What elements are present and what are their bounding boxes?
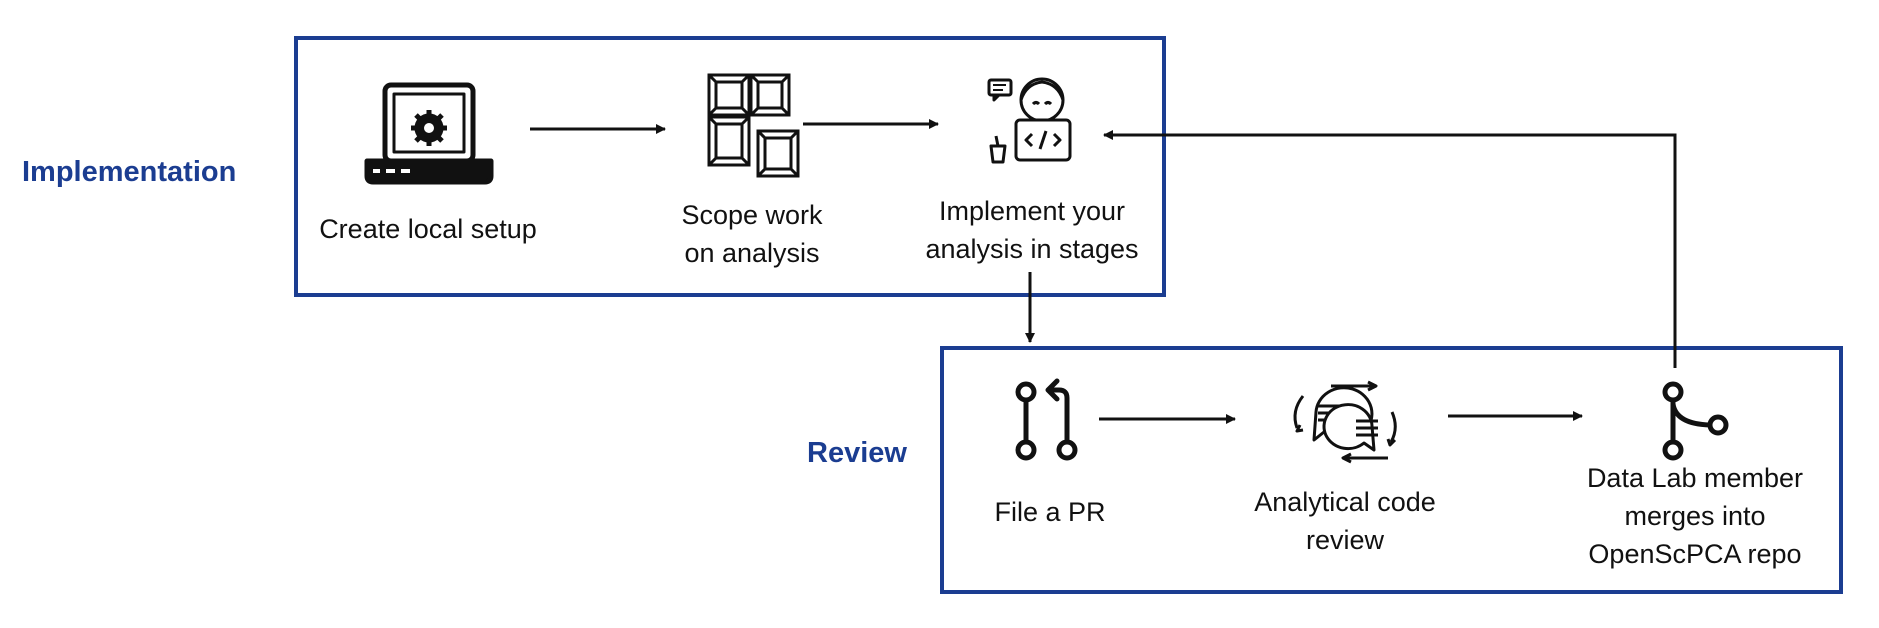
step-label-merge: Data Lab member merges into OpenScPCA re… bbox=[1586, 463, 1804, 569]
review-chat-icon bbox=[1293, 380, 1397, 464]
implementation-group-frame bbox=[294, 36, 1166, 297]
developer-coding-icon bbox=[987, 77, 1072, 164]
step-label-code-review: Analytical code review bbox=[1254, 487, 1436, 555]
laptop-gear-icon bbox=[364, 82, 494, 185]
review-group-label: Review bbox=[807, 437, 907, 469]
grid-blocks-icon bbox=[707, 73, 800, 178]
arrow-merge-back-to-implement bbox=[1103, 130, 1677, 368]
step-label-scope-work: Scope work on analysis bbox=[681, 200, 823, 268]
step-label-file-pr: File a PR bbox=[994, 497, 1106, 527]
step-label-create-local-setup: Create local setup bbox=[319, 214, 537, 244]
implementation-group-label: Implementation bbox=[22, 156, 237, 188]
step-label-implement-analysis: Implement your analysis in stages bbox=[925, 196, 1139, 264]
pull-request-icon bbox=[1015, 378, 1078, 461]
review-group-frame bbox=[940, 346, 1843, 594]
git-merge-icon bbox=[1662, 381, 1729, 461]
